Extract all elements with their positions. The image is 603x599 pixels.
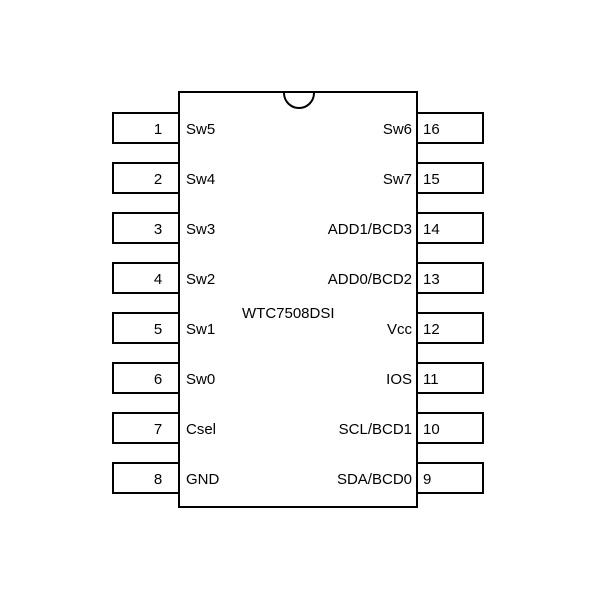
pin-lead — [112, 462, 180, 494]
pin-1: 1 Sw5 — [112, 112, 215, 144]
pin-lead — [112, 362, 180, 394]
pin-number: 16 — [423, 121, 440, 138]
pin-label: ADD0/BCD2 — [328, 271, 412, 288]
chip-name: WTC7508DSI — [242, 305, 335, 322]
pin-label: ADD1/BCD3 — [328, 221, 412, 238]
pin-number: 7 — [154, 421, 162, 438]
pin-lead — [112, 212, 180, 244]
pin-11: 11 IOS — [386, 362, 484, 394]
pin-number: 13 — [423, 271, 440, 288]
pin-number: 11 — [423, 371, 439, 388]
pin-number: 10 — [423, 421, 440, 438]
pin-5: 5 Sw1 — [112, 312, 215, 344]
pin-label: Vcc — [387, 321, 413, 338]
pin-10: 10 SCL/BCD1 — [339, 412, 484, 444]
pin-number: 9 — [423, 471, 431, 488]
pin-number: 4 — [154, 271, 162, 288]
pin-14: 14 ADD1/BCD3 — [328, 212, 484, 244]
pin-number: 8 — [154, 471, 162, 488]
pin-lead — [112, 312, 180, 344]
pin-lead — [416, 362, 484, 394]
chip-body — [178, 91, 418, 508]
pin-lead — [112, 262, 180, 294]
pin-number: 6 — [154, 371, 162, 388]
pin-label: Sw1 — [186, 321, 215, 338]
pin-lead — [112, 112, 180, 144]
pin-lead — [416, 462, 484, 494]
pin-3: 3 Sw3 — [112, 212, 215, 244]
pin-number: 15 — [423, 171, 440, 188]
pin-label: GND — [186, 471, 220, 488]
pin-number: 14 — [423, 221, 440, 238]
pin-label: Sw4 — [186, 171, 215, 188]
pin-label: Sw5 — [186, 121, 215, 138]
pin-lead — [416, 112, 484, 144]
pin-label: IOS — [386, 371, 412, 388]
pin-lead — [416, 412, 484, 444]
pin-number: 3 — [154, 221, 162, 238]
pin-7: 7 Csel — [112, 412, 216, 444]
pin-13: 13 ADD0/BCD2 — [328, 262, 484, 294]
pin-lead — [112, 412, 180, 444]
pin-label: Sw0 — [186, 371, 215, 388]
pin-lead — [112, 162, 180, 194]
pin-number: 12 — [423, 321, 440, 338]
pin-lead — [416, 312, 484, 344]
pin-label: Sw2 — [186, 271, 215, 288]
pin-label: Sw3 — [186, 221, 215, 238]
pin-2: 2 Sw4 — [112, 162, 215, 194]
pin-12: 12 Vcc — [387, 312, 484, 344]
pin-16: 16 Sw6 — [383, 112, 484, 144]
pin-label: Sw7 — [383, 171, 412, 188]
pin-label: Csel — [186, 421, 216, 438]
pin-number: 5 — [154, 321, 162, 338]
pin-label: SCL/BCD1 — [339, 421, 412, 438]
pin-15: 15 Sw7 — [383, 162, 484, 194]
pin-lead — [416, 162, 484, 194]
right-pin-group: 16 Sw6 15 Sw7 14 ADD1/BCD3 13 ADD0/BCD2 12 Vcc 11 I… — [328, 112, 484, 494]
pin-number: 1 — [154, 121, 162, 138]
pin-4: 4 Sw2 — [112, 262, 215, 294]
pin-lead — [416, 262, 484, 294]
pin-label: Sw6 — [383, 121, 412, 138]
chip-notch — [283, 92, 315, 109]
pin-8: 8 GND — [112, 462, 220, 494]
pin-lead — [416, 212, 484, 244]
pin-6: 6 Sw0 — [112, 362, 215, 394]
pin-9: 9 SDA/BCD0 — [337, 462, 484, 494]
left-pin-group: 1 Sw5 2 Sw4 3 Sw3 4 Sw2 5 Sw1 6 Sw0 7 Csel 8 GND — [112, 112, 220, 494]
pin-label: SDA/BCD0 — [337, 471, 412, 488]
pin-number: 2 — [154, 171, 162, 188]
